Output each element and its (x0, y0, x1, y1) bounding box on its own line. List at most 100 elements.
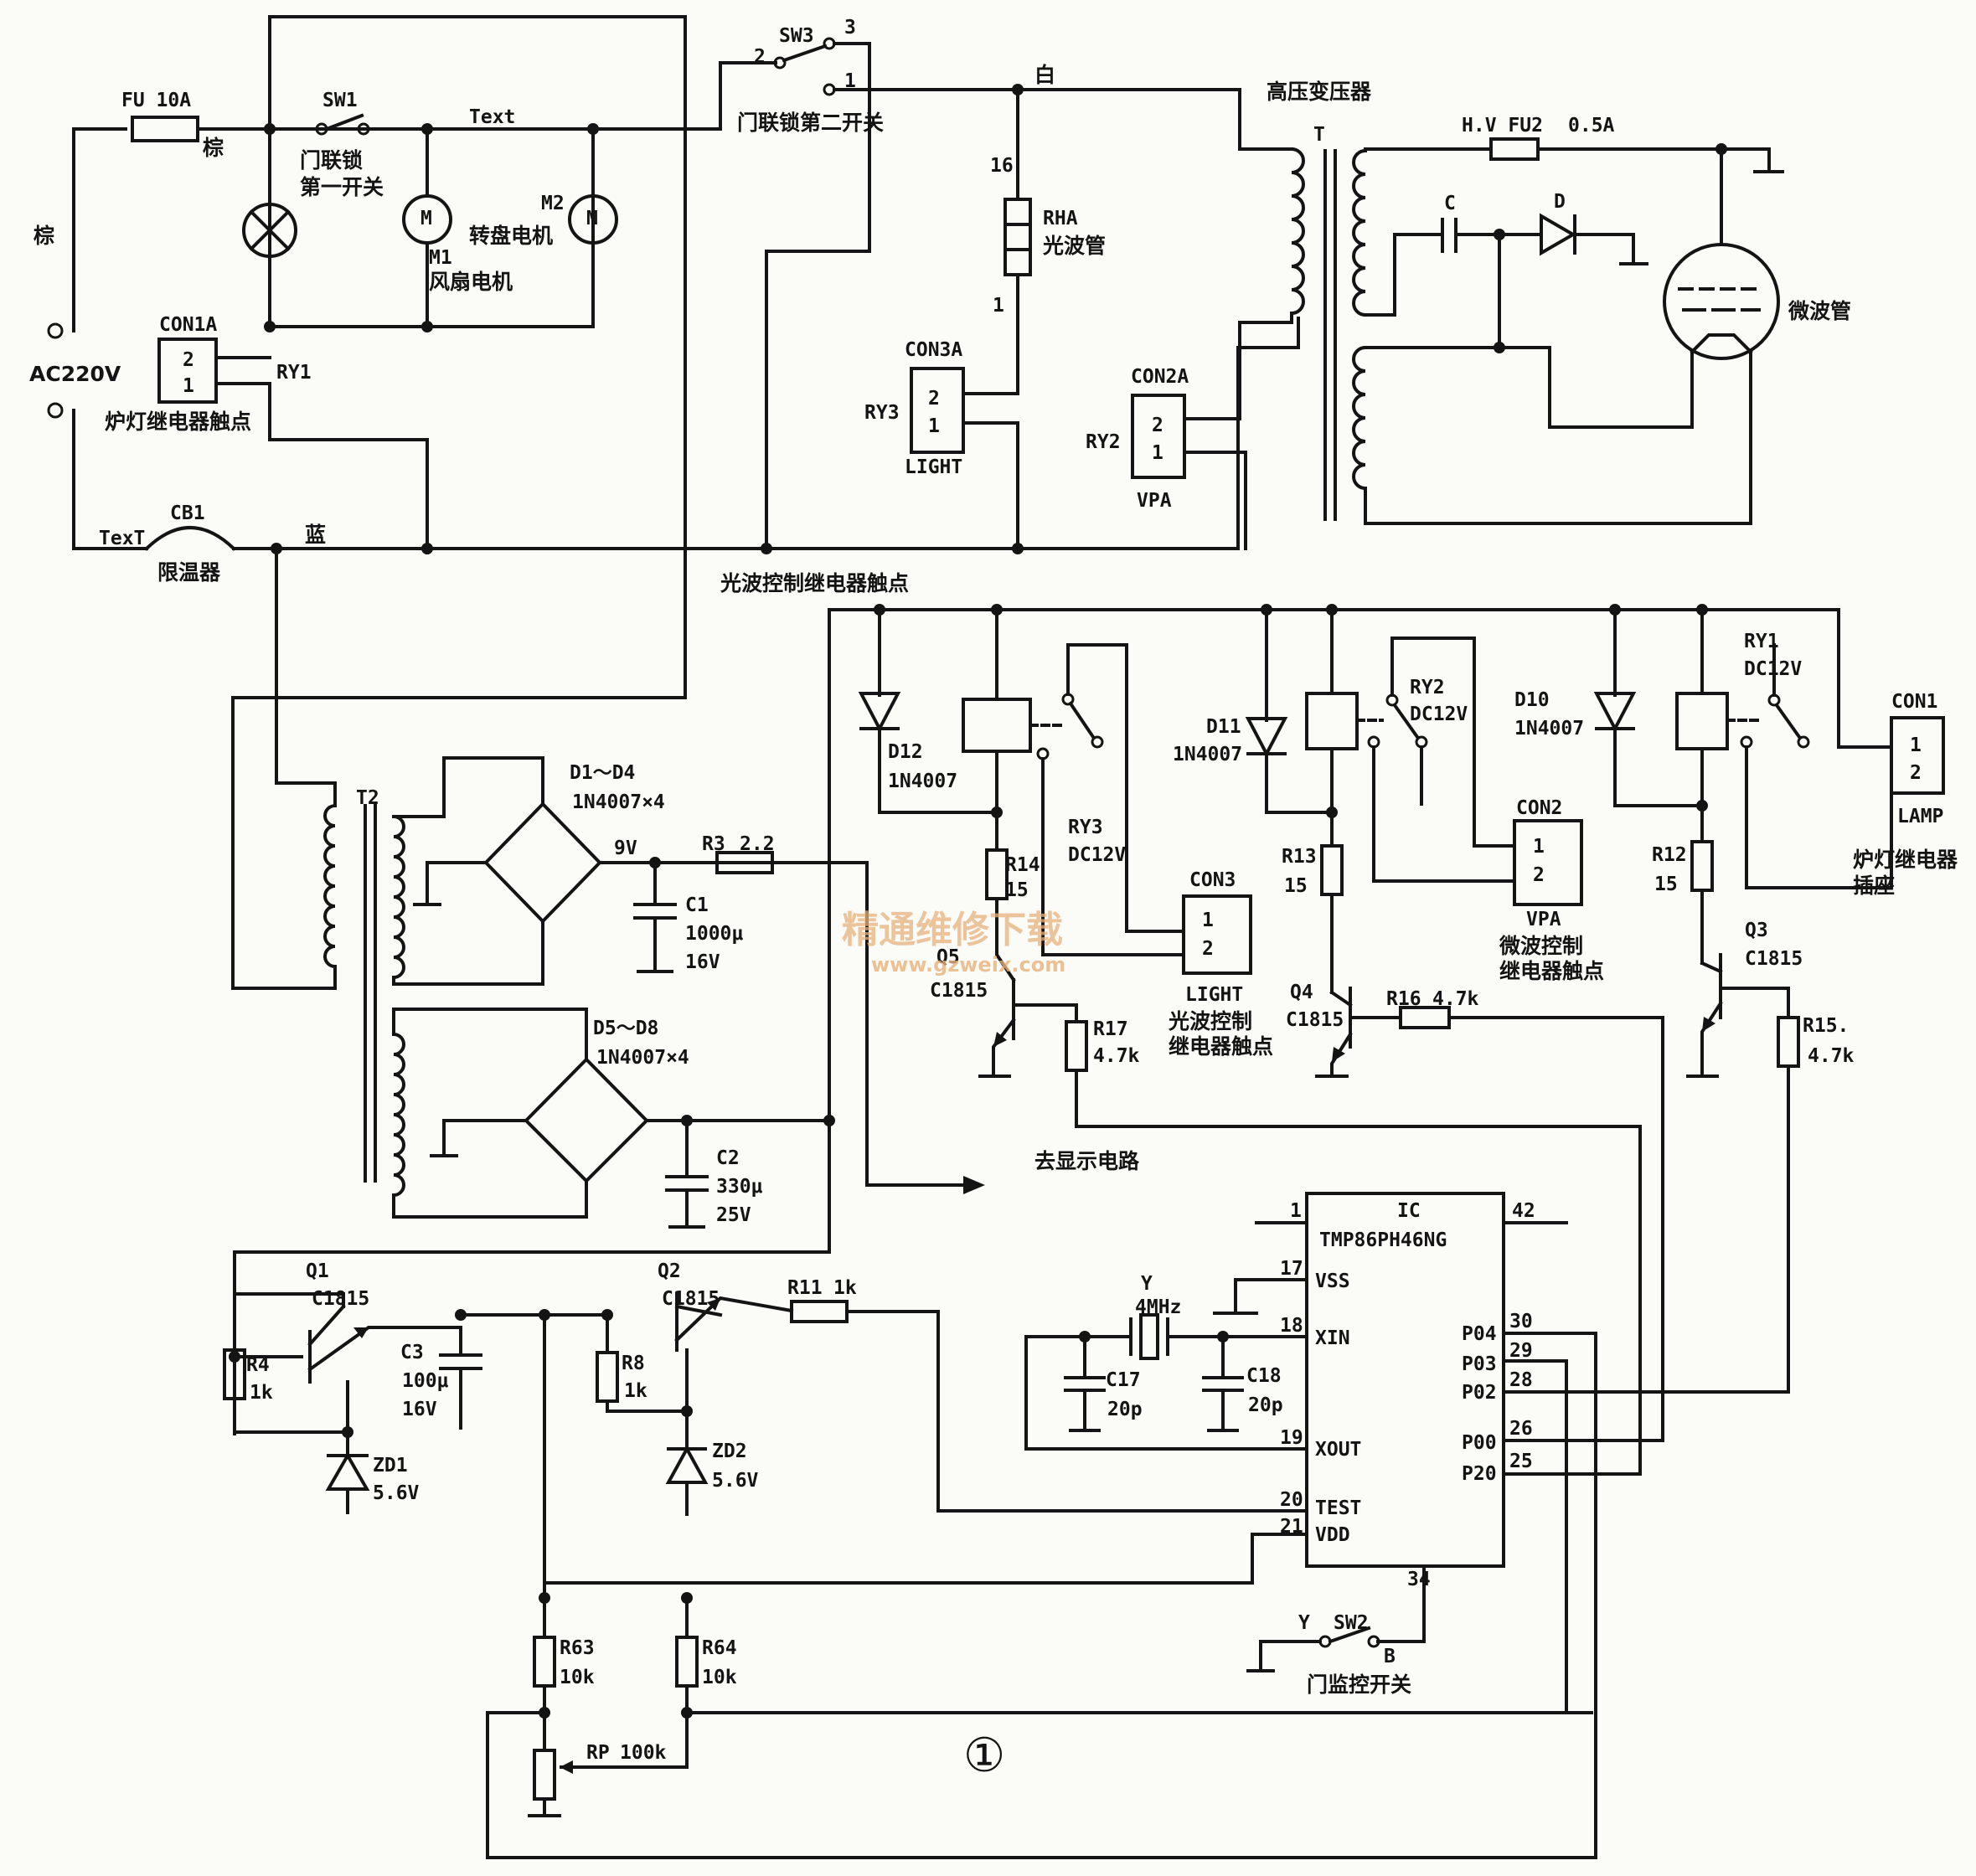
label-con3-pin1: 1 (1202, 910, 1214, 931)
label-pin1: 1 (1290, 1200, 1302, 1222)
filament-coil (1352, 345, 1368, 491)
label-m1-letter: M (420, 208, 432, 229)
label-r63-value: 10k (560, 1667, 595, 1688)
con3a-connector (910, 367, 965, 454)
con3-connector (1182, 894, 1252, 975)
label-sw2-y: Y (1298, 1612, 1310, 1634)
label-pin34: 34 (1407, 1569, 1431, 1590)
label-m2-letter: M (586, 208, 598, 229)
label-con1a: CON1A (159, 314, 217, 336)
label-rha-pin1: 1 (993, 295, 1004, 317)
label-rha-name: 光波管 (1042, 234, 1106, 258)
diode-d12 (858, 692, 901, 733)
label-test: TEST (1315, 1497, 1361, 1519)
resistor-r11 (790, 1300, 849, 1323)
label-sw2-name: 门监控开关 (1307, 1672, 1411, 1697)
resistor-r16 (1399, 1006, 1451, 1029)
label-p20: P20 (1462, 1463, 1497, 1485)
label-r17-value: 4.7k (1093, 1045, 1140, 1067)
label-white: 白 (1034, 63, 1055, 87)
label-to-display: 去显示电路 (1034, 1149, 1140, 1173)
halogen-tube-rha (1003, 198, 1032, 276)
label-d12-type: 1N4007 (888, 770, 957, 792)
label-vss: VSS (1315, 1270, 1350, 1292)
fuse-fu (131, 116, 199, 142)
capacitor-c1 (633, 861, 677, 973)
label-r11-value: 1k (833, 1277, 857, 1299)
label-q1: Q1 (306, 1260, 329, 1282)
label-ry3-mains: RY3 (864, 402, 900, 424)
label-c1: C1 (685, 894, 709, 916)
label-sw1-name-2: 第一开关 (300, 175, 384, 199)
label-q4-type: C1815 (1286, 1009, 1344, 1031)
label-t: T (1313, 124, 1325, 146)
label-sw3: SW3 (779, 25, 814, 47)
resistor-r17 (1065, 1020, 1088, 1072)
label-q3-type: C1815 (1745, 948, 1803, 970)
capacitor-c18 (1202, 1335, 1244, 1432)
label-rha: RHA (1043, 208, 1078, 229)
label-zd1: ZD1 (373, 1455, 408, 1477)
label-hv-transformer: 高压变压器 (1267, 80, 1372, 104)
label-r8: R8 (622, 1353, 645, 1374)
label-t2: T2 (356, 787, 379, 809)
con1a-connector (157, 338, 218, 404)
label-text-bottom: TexT (99, 528, 145, 549)
label-con2a-pin1: 1 (1152, 442, 1163, 464)
label-con1a-pin2: 2 (183, 349, 194, 371)
label-c18-value: 20p (1248, 1394, 1283, 1416)
label-xin: XIN (1315, 1327, 1350, 1349)
labels: 棕 AC220V FU 10A 棕 SW1 门联锁 第一开关 Text M M … (29, 17, 1958, 1783)
label-pin19: 19 (1280, 1427, 1303, 1449)
ic-tmp86ph46ng (1305, 1192, 1505, 1568)
label-bridge2: D5～D8 (593, 1018, 658, 1039)
label-light-relay-contact: 光波控制继电器触点 (720, 571, 909, 595)
label-p03: P03 (1462, 1353, 1497, 1375)
label-d10: D10 (1514, 689, 1550, 711)
con2-connector (1513, 819, 1583, 906)
resistor-r15 (1777, 1016, 1800, 1068)
label-hv-fuse-value: 0.5A (1568, 115, 1615, 137)
label-lamp-relay-contact: 炉灯继电器触点 (105, 410, 251, 434)
con2a-connector (1131, 394, 1186, 479)
label-pin25: 25 (1509, 1451, 1533, 1472)
hv-diode-d (1540, 213, 1576, 256)
label-pin18: 18 (1280, 1315, 1303, 1337)
resistor-r14 (985, 848, 1009, 900)
label-con2-vpa: VPA (1526, 909, 1561, 930)
label-c3: C3 (400, 1342, 424, 1363)
label-rha-pin16: 16 (990, 155, 1014, 177)
label-r17: R17 (1093, 1018, 1128, 1040)
label-con1-pin1: 1 (1910, 734, 1922, 756)
label-cb1-name: 限温器 (157, 560, 221, 585)
label-r14-value: 15 (1005, 879, 1029, 901)
label-sw3-pin3: 3 (844, 17, 856, 39)
label-magnetron: 微波管 (1788, 299, 1851, 323)
label-ry1-mains: RY1 (276, 362, 312, 384)
label-m1-name: 风扇电机 (429, 270, 513, 294)
figure-index-mark: ① (963, 1729, 1005, 1783)
watermark-url: www.gzweix.com (871, 953, 1065, 977)
label-sw3-pin2: 2 (754, 46, 766, 68)
label-r11: R11 (787, 1277, 823, 1299)
label-d11-type: 1N4007 (1173, 744, 1242, 765)
label-hv-fuse: H.V FU2 (1462, 115, 1543, 137)
label-brown-left: 棕 (34, 224, 54, 248)
resistor-r64 (675, 1636, 699, 1688)
zener-zd2 (665, 1445, 709, 1484)
label-c3-value: 100μ (402, 1370, 449, 1392)
label-con3a: CON3A (905, 339, 962, 361)
label-con1a-pin1: 1 (183, 375, 194, 397)
label-c1-voltage: 16V (685, 951, 720, 973)
label-zd1-value: 5.6V (373, 1482, 420, 1504)
label-con3a-pin1: 1 (928, 415, 940, 437)
label-r4-value: 1k (250, 1382, 273, 1404)
label-con3-name-1: 光波控制 (1168, 1009, 1252, 1033)
label-con1-name-2: 插座 (1853, 874, 1895, 898)
label-r64: R64 (702, 1637, 737, 1659)
label-d: D (1554, 191, 1566, 213)
resistor-r3 (715, 851, 774, 874)
label-r3: R3 (702, 833, 725, 855)
label-ry2-v: DC12V (1410, 704, 1468, 725)
